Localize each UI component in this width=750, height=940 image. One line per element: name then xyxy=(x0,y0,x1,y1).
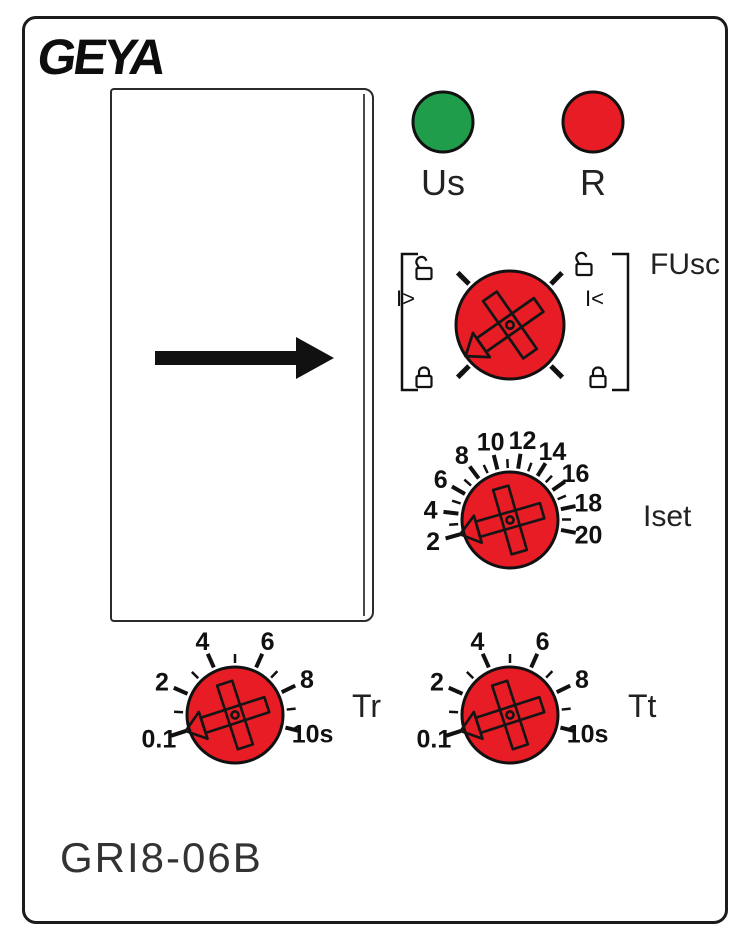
dial-major-tick xyxy=(480,652,491,669)
dial-major-tick xyxy=(516,453,523,469)
dial-major-tick xyxy=(445,532,461,541)
fusc-left-option-label: I> xyxy=(396,286,415,311)
iset-knob-slot xyxy=(458,484,546,556)
fusc-tick xyxy=(455,364,471,380)
dial-tick-label: 8 xyxy=(455,442,469,470)
dial-major-tick xyxy=(551,479,567,492)
dial-minor-tick xyxy=(286,707,296,711)
tt-knob[interactable] xyxy=(460,665,560,765)
dial-tick-label: 6 xyxy=(261,628,275,656)
lock-open-icon xyxy=(415,255,433,281)
dial-major-tick xyxy=(205,652,216,669)
dial-tick-label: 18 xyxy=(574,489,602,517)
dial-major-tick xyxy=(555,683,572,695)
tr-dial: 0.1 24 68 10s xyxy=(142,628,334,765)
dial-major-tick xyxy=(535,462,548,477)
dial-tick-label: 2 xyxy=(155,668,169,696)
dial-tick-label: 14 xyxy=(538,438,566,466)
fusc-right-option-label: I< xyxy=(585,286,604,311)
dial-major-tick xyxy=(170,729,187,738)
dial-tick-label: 4 xyxy=(471,628,485,656)
tr-knob-slot xyxy=(184,679,271,751)
dial-minor-tick xyxy=(561,707,571,711)
dial-tick-label: 4 xyxy=(196,628,210,656)
dial-major-tick xyxy=(559,725,576,734)
dial-major-tick xyxy=(284,725,301,734)
brand-logo: GEYA xyxy=(34,29,168,85)
led-r xyxy=(561,90,625,154)
dial-tick-label: 6 xyxy=(536,628,550,656)
tr-knob[interactable] xyxy=(185,665,285,765)
fusc-tick xyxy=(549,364,565,380)
tt-label: Tt xyxy=(628,688,657,724)
dial-major-tick xyxy=(450,484,466,496)
label-window xyxy=(110,88,374,622)
fusc-tick xyxy=(455,270,471,286)
dial-tick-label: 2 xyxy=(426,528,440,556)
dial-major-tick xyxy=(491,454,500,471)
tt-knob-slot xyxy=(459,679,546,751)
dial-tick-label: 10s xyxy=(292,720,334,748)
dial-tick-label: 12 xyxy=(509,427,537,455)
dial-major-tick xyxy=(254,652,265,669)
dial-tick-label: 20 xyxy=(575,521,603,549)
direction-arrow-icon xyxy=(155,337,334,379)
dial-major-tick xyxy=(443,509,459,516)
dial-major-tick xyxy=(529,652,540,669)
fusc-tick xyxy=(549,270,564,286)
lock-closed-icon xyxy=(415,366,433,389)
dial-major-tick xyxy=(447,685,464,696)
fusc-knob[interactable] xyxy=(454,269,566,381)
dial-tick-label: 6 xyxy=(434,466,448,494)
dial-major-tick xyxy=(560,527,577,535)
lock-open-icon xyxy=(575,251,593,277)
dial-major-tick xyxy=(280,683,297,695)
fusc-left-bracket xyxy=(400,252,418,392)
dial-minor-tick xyxy=(449,522,459,527)
iset-knob[interactable] xyxy=(460,470,560,570)
dial-tick-label: 16 xyxy=(562,460,590,488)
led-us-lens xyxy=(411,90,475,154)
dial-tick-label: 10 xyxy=(477,428,505,456)
dial-major-tick xyxy=(172,685,189,696)
dial-tick-label: 0.1 xyxy=(142,726,177,754)
dial-tick-label: 4 xyxy=(424,496,438,524)
fusc-label: FUsc xyxy=(650,248,720,281)
dial-tick-label: 8 xyxy=(300,666,314,694)
led-r-lens xyxy=(561,90,625,154)
dial-minor-tick xyxy=(557,494,567,501)
dial-tick-label: 2 xyxy=(430,668,444,696)
iset-label: Iset xyxy=(643,500,692,533)
fusc-selector: I> I< xyxy=(396,251,630,392)
fusc-right-bracket xyxy=(612,252,630,392)
led-us-label: Us xyxy=(421,162,465,203)
dial-tick-label: 8 xyxy=(575,666,589,694)
model-number: GRI8-06B xyxy=(60,834,263,881)
dial-minor-tick xyxy=(465,670,475,680)
dial-minor-tick xyxy=(270,670,279,679)
dial-minor-tick xyxy=(190,670,200,680)
dial-minor-tick xyxy=(482,464,489,474)
lock-closed-icon xyxy=(589,366,607,389)
tt-dial: 0.1 24 68 10s xyxy=(417,628,609,765)
dial-minor-tick xyxy=(451,499,462,505)
dial-major-tick xyxy=(445,729,462,738)
dial-major-tick xyxy=(560,504,576,512)
dial-major-tick xyxy=(468,465,481,480)
led-r-label: R xyxy=(580,162,606,203)
dial-minor-tick xyxy=(545,670,554,679)
dial-tick-label: 0.1 xyxy=(417,726,452,754)
dial-tick-label: 10s xyxy=(567,720,609,748)
window-edge-line xyxy=(363,94,365,616)
dial-minor-tick xyxy=(544,474,553,484)
tr-label: Tr xyxy=(352,688,382,724)
led-us xyxy=(411,90,475,154)
dial-minor-tick xyxy=(527,462,533,472)
dial-minor-tick xyxy=(463,478,472,487)
fusc-knob-slot xyxy=(464,290,545,360)
